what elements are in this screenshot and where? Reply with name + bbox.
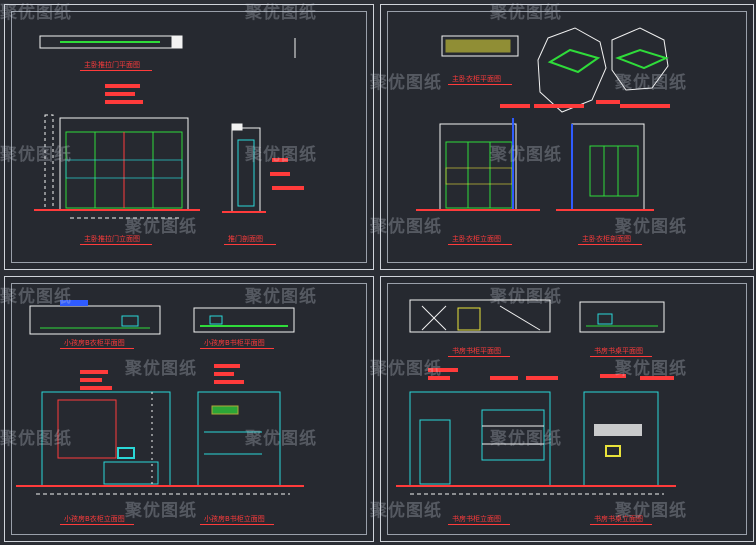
caption-tr-plan: 主卧衣柜平面图 [452, 75, 501, 83]
caption-tl-section: 推门剖面图 [228, 235, 263, 243]
caption-underline [448, 84, 512, 85]
caption-bl-elevation-b: 小孩房B书柜立面图 [204, 515, 265, 523]
caption-underline [578, 244, 642, 245]
caption-underline [448, 244, 512, 245]
caption-underline [200, 348, 274, 349]
drawing-tr-plan [441, 27, 669, 113]
caption-underline [60, 348, 134, 349]
drawing-bl-elevations [16, 364, 304, 495]
caption-br-plan-b: 书房书桌平面图 [594, 347, 643, 355]
caption-bl-plan-a: 小孩房B衣柜平面图 [64, 339, 125, 347]
caption-tr-section: 主卧衣柜剖面图 [582, 235, 631, 243]
caption-tl-elevation: 主卧推拉门立面图 [84, 235, 140, 243]
caption-tr-elevation: 主卧衣柜立面图 [452, 235, 501, 243]
caption-br-plan-a: 书房书柜平面图 [452, 347, 501, 355]
caption-underline [448, 356, 510, 357]
caption-underline [80, 244, 152, 245]
caption-bl-plan-b: 小孩房B书柜平面图 [204, 339, 265, 347]
caption-br-elevation-a: 书房书柜立面图 [452, 515, 501, 523]
sheet-bottom-right [380, 276, 754, 542]
drawing-tl-section [222, 123, 304, 213]
drawing-bl-plans [29, 300, 295, 335]
caption-underline [80, 70, 152, 71]
caption-underline [590, 356, 652, 357]
drawing-tl-elevation [34, 84, 200, 219]
caption-tl-plan: 主卧推拉门平面图 [84, 61, 140, 69]
drawing-br-plans [409, 299, 665, 333]
caption-underline [60, 524, 134, 525]
caption-underline [590, 524, 652, 525]
drawing-br-elevations [396, 368, 676, 495]
drawing-tr-section [556, 100, 670, 211]
sheet-bottom-left [4, 276, 374, 542]
drawing-tr-elevation [416, 104, 540, 211]
caption-underline [200, 524, 274, 525]
caption-underline [224, 244, 276, 245]
caption-br-elevation-b: 书房书桌立面图 [594, 515, 643, 523]
drawing-tl-plan [39, 35, 296, 58]
caption-underline [448, 524, 510, 525]
caption-bl-elevation-a: 小孩房B衣柜立面图 [64, 515, 125, 523]
